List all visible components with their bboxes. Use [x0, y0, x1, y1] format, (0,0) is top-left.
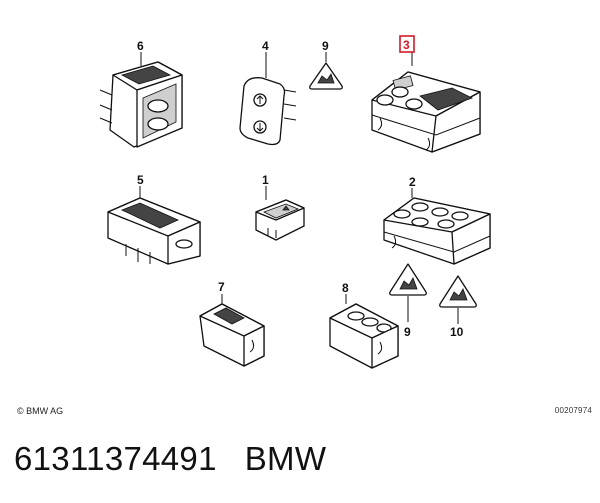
part-8-double-switch [329, 294, 399, 369]
callout-2: 2 [409, 175, 416, 189]
callout-10: 10 [450, 325, 464, 339]
callout-3: 3 [403, 38, 410, 52]
callout-7: 7 [218, 280, 225, 294]
callout-3-highlight [399, 35, 415, 53]
part-number: 61311374491 [14, 440, 217, 477]
copyright-label: © BMW AG [17, 406, 64, 416]
part-2-switch-block [383, 188, 491, 265]
callout-9-top: 9 [322, 39, 329, 53]
parts-diagram: 6 4 9 3 5 1 2 7 8 9 10 [99, 35, 491, 369]
part-4-window-switch [239, 52, 297, 146]
part-7-single-switch [199, 294, 265, 367]
callout-9-bottom: 9 [404, 325, 411, 339]
part-9-warning-sticker-top [309, 52, 343, 90]
part-9-warning-sticker-bottom [389, 263, 427, 322]
part-3-switch-block [371, 52, 481, 153]
callout-5: 5 [137, 173, 144, 187]
part-1-small-button [255, 186, 305, 241]
callout-1: 1 [262, 173, 269, 187]
part-5-long-switch [107, 186, 201, 265]
callout-6: 6 [137, 39, 144, 53]
part-caption: 61311374491 BMW [14, 440, 326, 478]
part-6-rocker-switch [99, 52, 183, 148]
callout-8: 8 [342, 281, 349, 295]
brand-name: BMW [244, 440, 327, 477]
part-10-warning-sticker [439, 275, 477, 324]
callout-4: 4 [262, 39, 269, 53]
document-number: 00207974 [554, 406, 592, 415]
